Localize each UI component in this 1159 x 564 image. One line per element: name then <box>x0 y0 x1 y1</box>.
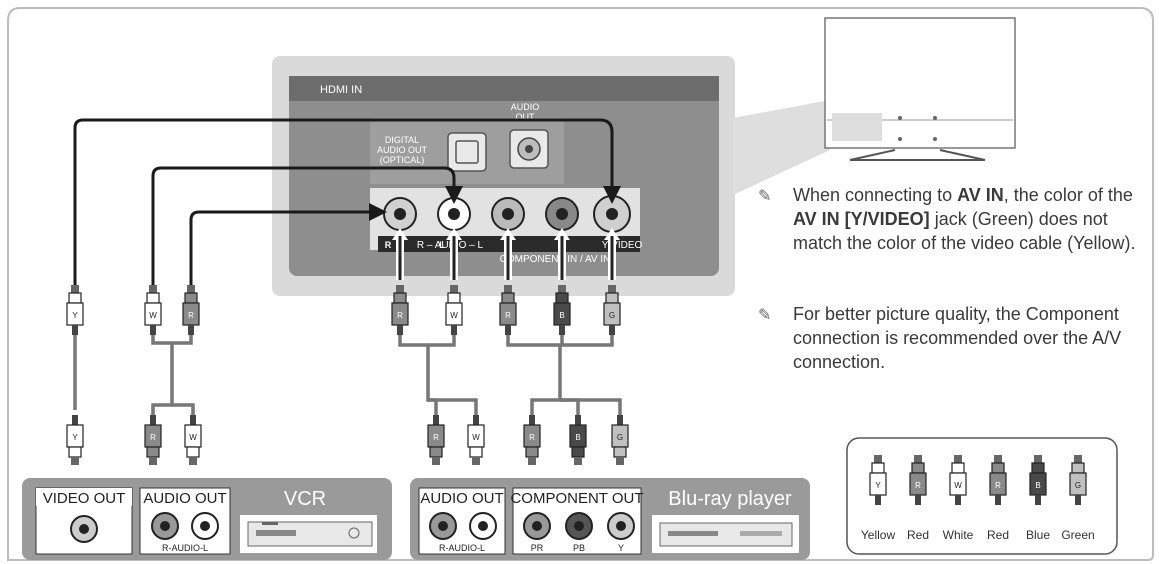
component-jack-pb-label: PB <box>573 543 585 553</box>
legend-label-red: Red <box>907 528 929 542</box>
vcr-audio-out-label: AUDIO OUT <box>143 490 226 507</box>
pencil-note-icon: ✎ <box>758 188 772 205</box>
outer-frame <box>7 7 1154 561</box>
legend-label-green: Green <box>1061 528 1094 542</box>
hdmi-in-label: HDMI IN <box>320 84 362 96</box>
legend-label-white: White <box>943 528 974 542</box>
svg-text:R: R <box>529 433 535 442</box>
legend-plug-red: R <box>989 455 1007 505</box>
device-side-plug-4: R <box>427 415 445 465</box>
device-side-plug-3: W <box>184 415 202 465</box>
tv-side-plug-1: Y <box>66 285 84 335</box>
component-jack-y-label: Y <box>618 543 624 553</box>
cable-harness <box>73 330 622 415</box>
tv-side-plug-4: R <box>391 285 409 335</box>
legend-label-red: Red <box>987 528 1009 542</box>
vcr-device-icon <box>247 521 373 547</box>
svg-text:R: R <box>433 433 439 442</box>
vcr-panel: VIDEO OUT AUDIO OUT R-AUDIO-L VCR <box>22 478 392 560</box>
legend-plug-yellow: Y <box>869 455 887 505</box>
svg-text:W: W <box>472 433 480 442</box>
svg-text:W: W <box>450 311 458 320</box>
bluray-component-out-label: COMPONENT OUT <box>510 490 643 507</box>
svg-text:Y: Y <box>72 433 78 442</box>
tv-side-plug-5: W <box>445 285 463 335</box>
component-in-label: COMPONENT IN / AV IN <box>500 254 611 265</box>
svg-text:G: G <box>1075 481 1081 490</box>
svg-text:Y: Y <box>72 311 78 320</box>
svg-text:R: R <box>995 481 1001 490</box>
tv-side-arrows <box>392 228 620 280</box>
cable-color-legend: Y Yellow R Red W White R Red B Blue G Green <box>846 437 1118 555</box>
tv-side-plug-7: B <box>553 285 571 335</box>
legend-plug-blue: B <box>1029 455 1047 505</box>
device-side-plug-7: B <box>569 415 587 465</box>
svg-text:Y: Y <box>875 481 881 490</box>
svg-text:R: R <box>150 433 156 442</box>
device-side-plug-8: G <box>611 415 629 465</box>
svg-text:B: B <box>559 311 564 320</box>
component-jack-pr-label: PR <box>531 543 544 553</box>
svg-text:W: W <box>189 433 197 442</box>
legend-label-blue: Blue <box>1026 528 1050 542</box>
optical-port-icon <box>447 132 487 172</box>
note-av-in-color: ✎ When connecting to AV IN, the color of… <box>758 185 1136 253</box>
bluray-audio-out-label: AUDIO OUT <box>420 490 503 507</box>
vcr-audio-jack-label: R-AUDIO-L <box>162 543 208 553</box>
svg-text:W: W <box>149 311 157 320</box>
bluray-panel: AUDIO OUT R-AUDIO-L COMPONENT OUT PR PB … <box>410 478 810 560</box>
video-label: Y/VIDEO <box>602 240 643 251</box>
svg-text:R: R <box>505 311 511 320</box>
bluray-device-icon <box>659 522 793 547</box>
bluray-device-name: Blu-ray player <box>668 488 792 510</box>
svg-text:R: R <box>188 311 194 320</box>
tv-side-plug-6: R <box>499 285 517 335</box>
legend-plug-green: G <box>1069 455 1087 505</box>
tv-jack-letter: R <box>385 240 392 250</box>
svg-text:R: R <box>397 311 403 320</box>
tv-side-plug-8: G <box>603 285 621 335</box>
svg-text:R: R <box>915 481 921 490</box>
svg-text:G: G <box>609 311 615 320</box>
svg-text:G: G <box>617 433 623 442</box>
tv-icon <box>824 17 1016 161</box>
legend-plug-red: R <box>909 455 927 505</box>
bluray-audio-jack-label: R-AUDIO-L <box>439 543 485 553</box>
vcr-device-name: VCR <box>284 488 326 510</box>
device-side-plug-1: Y <box>66 415 84 465</box>
device-side-plug-2: R <box>144 415 162 465</box>
svg-text:B: B <box>575 433 580 442</box>
svg-text:W: W <box>954 481 962 490</box>
device-side-plug-6: R <box>523 415 541 465</box>
av-cables <box>73 118 621 285</box>
legend-label-yellow: Yellow <box>861 528 896 542</box>
tv-side-plug-3: R <box>182 285 200 335</box>
device-side-plug-5: W <box>467 415 485 465</box>
note-component-quality: ✎ For better picture quality, the Compon… <box>758 304 1122 372</box>
svg-text:B: B <box>1035 481 1040 490</box>
tv-side-plug-2: W <box>144 285 162 335</box>
tv-jack-letter: L <box>439 240 445 250</box>
vcr-video-out-label: VIDEO OUT <box>43 490 126 507</box>
legend-plug-white: W <box>949 455 967 505</box>
pencil-note-icon: ✎ <box>758 307 772 324</box>
